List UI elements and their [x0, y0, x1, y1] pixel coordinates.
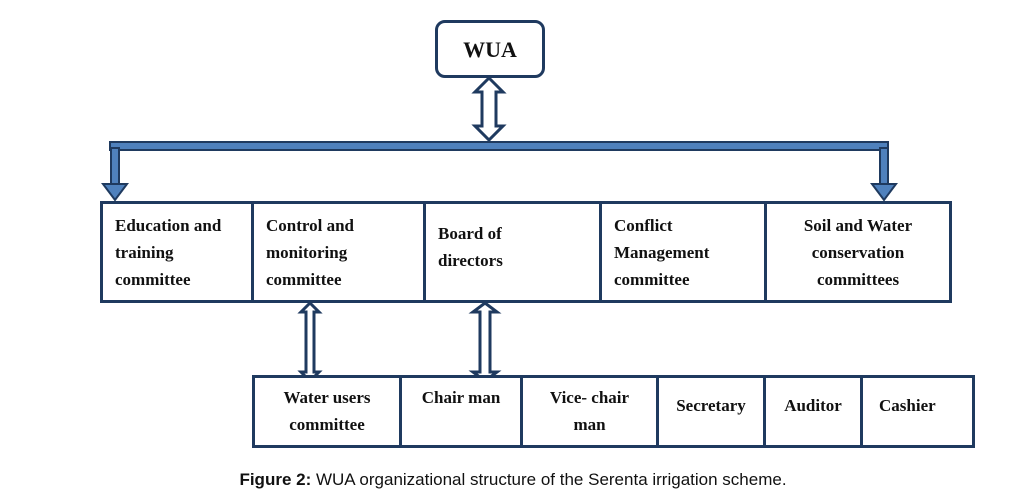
caption-text: WUA organizational structure of the Sere…: [311, 470, 787, 489]
vice-chairman: Vice- chair man: [520, 375, 659, 448]
board-of-directors: Board of directors: [423, 201, 602, 303]
chairman: Chair man: [399, 375, 523, 448]
water-users-committee: Water users committee: [252, 375, 402, 448]
auditor: Auditor: [763, 375, 863, 448]
committee-conflict-management: Conflict Management committee: [599, 201, 767, 303]
committee-line: Control and: [266, 216, 355, 235]
figure-caption: Figure 2: WUA organizational structure o…: [0, 470, 1026, 490]
bus-drop-right: [879, 147, 889, 185]
committee-line: committees: [816, 270, 900, 289]
committee-line: training: [115, 243, 174, 262]
sub-unit-line: Chair man: [421, 388, 501, 407]
committee-line: committee: [614, 270, 690, 289]
committee-line: Board of: [438, 224, 502, 243]
committee-line: directors: [438, 251, 503, 270]
committee-line: Soil and Water: [803, 216, 913, 235]
sub-unit-line: Vice- chair: [549, 388, 630, 407]
wua-root-box: WUA: [435, 20, 545, 78]
sub-unit-line: Auditor: [784, 396, 842, 415]
cashier: Cashier: [860, 375, 975, 448]
committee-line: Conflict: [614, 216, 673, 235]
arrow-down-left-icon: [101, 183, 129, 202]
bus-bar: [109, 141, 889, 151]
secretary: Secretary: [656, 375, 766, 448]
committee-control-monitoring: Control and monitoring committee: [251, 201, 426, 303]
sub-unit-line: Secretary: [676, 396, 746, 415]
arrow-down-right-icon: [870, 183, 898, 202]
sub-unit-line: Cashier: [879, 396, 936, 415]
bus-drop-left: [110, 147, 120, 185]
committee-education-training: Education and training committee: [100, 201, 254, 303]
committee-soil-water-conservation: Soil and Water conservation committees: [764, 201, 952, 303]
sub-unit-line: man: [573, 415, 606, 434]
committee-line: Management: [614, 243, 710, 262]
sub-unit-line: committee: [289, 415, 365, 434]
committee-line: conservation: [811, 243, 905, 262]
double-arrow-board-chairman-icon: [468, 301, 502, 383]
caption-prefix: Figure 2:: [239, 470, 312, 489]
committee-line: monitoring: [266, 243, 348, 262]
double-arrow-control-wateruser-icon: [297, 300, 323, 384]
committee-line: Education and: [115, 216, 222, 235]
committee-line: committee: [115, 270, 191, 289]
sub-unit-line: Water users: [283, 388, 371, 407]
distribution-bus: [101, 141, 898, 202]
wua-label: WUA: [463, 36, 517, 62]
double-arrow-wua-icon: [471, 75, 507, 143]
committee-line: committee: [266, 270, 342, 289]
